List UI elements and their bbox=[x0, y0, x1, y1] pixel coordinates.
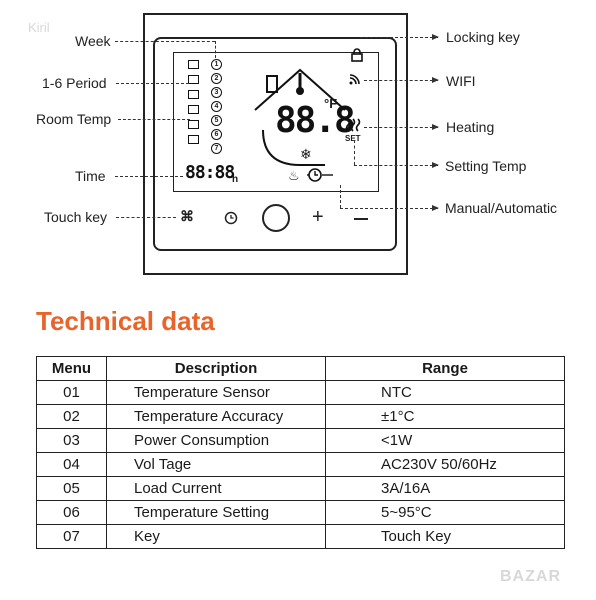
cell-range: AC230V 50/60Hz bbox=[325, 452, 565, 477]
period-number: 6 bbox=[211, 129, 222, 140]
cell-range: NTC bbox=[325, 380, 565, 405]
header-menu: Menu bbox=[36, 356, 107, 381]
callout-period: 1-6 Period bbox=[42, 75, 107, 91]
leader-wifi bbox=[364, 80, 438, 81]
day-icon bbox=[188, 135, 199, 144]
arrow-wifi bbox=[432, 77, 439, 83]
header-range: Range bbox=[325, 356, 565, 381]
day-icon bbox=[188, 120, 199, 129]
leader-heating bbox=[364, 127, 438, 128]
table-row: 04 Vol Tage AC230V 50/60Hz bbox=[36, 452, 565, 477]
cell-menu: 06 bbox=[36, 500, 107, 525]
heating-waves-icon bbox=[345, 118, 361, 132]
callout-touch-key: Touch key bbox=[44, 209, 108, 225]
table-row: 05 Load Current 3A/16A bbox=[36, 476, 565, 501]
leader-manual-v bbox=[340, 185, 341, 208]
header-description: Description bbox=[106, 356, 326, 381]
callout-time: Time bbox=[75, 168, 106, 184]
set-label: SET bbox=[345, 134, 361, 143]
cell-range: Touch Key bbox=[325, 524, 565, 549]
cell-description: Temperature Accuracy bbox=[106, 404, 326, 429]
lock-icon bbox=[351, 48, 363, 62]
cell-range: ±1°C bbox=[325, 404, 565, 429]
clock-key-icon[interactable] bbox=[224, 211, 238, 225]
callout-locking-key: Locking key bbox=[446, 29, 520, 45]
cell-description: Key bbox=[106, 524, 326, 549]
leader-setting bbox=[354, 165, 438, 166]
cell-menu: 02 bbox=[36, 404, 107, 429]
cell-description: Vol Tage bbox=[106, 452, 326, 477]
watermark-top: Kiril bbox=[28, 20, 50, 35]
cell-menu: 07 bbox=[36, 524, 107, 549]
callout-manual-auto: Manual/Automatic bbox=[445, 200, 558, 216]
technical-data-table: Menu Description Range 01 Temperature Se… bbox=[36, 356, 565, 549]
table-row: 03 Power Consumption <1W bbox=[36, 428, 565, 453]
arrow-lock bbox=[432, 34, 439, 40]
callout-heating: Heating bbox=[446, 119, 495, 135]
snowflake-icon: ❄ bbox=[300, 146, 312, 162]
house-outline-icon bbox=[254, 68, 346, 166]
day-icon bbox=[188, 60, 199, 69]
arrow-heating bbox=[432, 124, 439, 130]
plus-key-icon[interactable]: + bbox=[312, 206, 324, 228]
watermark-bottom: BAZAR bbox=[500, 568, 561, 585]
technical-data-title: Technical data bbox=[36, 306, 215, 336]
period-number: 7 bbox=[211, 143, 222, 154]
callout-room-temp: Room Temp bbox=[36, 111, 112, 127]
period-number: 3 bbox=[211, 87, 222, 98]
unit-label: °F bbox=[324, 96, 338, 111]
cell-menu: 05 bbox=[36, 476, 107, 501]
day-icon bbox=[188, 105, 199, 114]
callout-setting-temp: Setting Temp bbox=[445, 158, 527, 174]
minus-key-icon[interactable] bbox=[354, 218, 368, 220]
leader-week-v bbox=[215, 41, 216, 58]
leader-period bbox=[116, 83, 189, 84]
time-unit: h bbox=[232, 174, 239, 185]
cell-description: Load Current bbox=[106, 476, 326, 501]
flame-icon: ♨ bbox=[288, 168, 300, 183]
leader-week bbox=[115, 41, 215, 42]
leader-time bbox=[115, 176, 183, 177]
wifi-icon bbox=[349, 74, 360, 85]
table-header-row: Menu Description Range bbox=[36, 356, 565, 381]
cell-description: Temperature Setting bbox=[106, 500, 326, 525]
cell-menu: 01 bbox=[36, 380, 107, 405]
menu-key-icon[interactable]: ⌘ bbox=[180, 208, 194, 224]
callout-wifi: WIFI bbox=[446, 73, 476, 89]
thermometer-icon bbox=[296, 73, 304, 95]
period-number: 5 bbox=[211, 115, 222, 126]
leader-manual bbox=[340, 208, 438, 209]
time-digits: 88:88 bbox=[185, 162, 235, 183]
leader-room-temp bbox=[118, 119, 190, 120]
period-number: 1 bbox=[211, 59, 222, 70]
power-key-icon[interactable] bbox=[262, 204, 290, 232]
arrow-manual bbox=[432, 205, 439, 211]
cell-description: Temperature Sensor bbox=[106, 380, 326, 405]
leader-touch-key bbox=[116, 217, 176, 218]
table-row: 06 Temperature Setting 5~95°C bbox=[36, 500, 565, 525]
clock-icon bbox=[307, 168, 333, 182]
table-row: 01 Temperature Sensor NTC bbox=[36, 380, 565, 405]
cell-range: 5~95°C bbox=[325, 500, 565, 525]
leader-setting-v bbox=[354, 140, 355, 165]
cell-menu: 04 bbox=[36, 452, 107, 477]
cell-description: Power Consumption bbox=[106, 428, 326, 453]
arrow-setting bbox=[432, 162, 439, 168]
table-row: 07 Key Touch Key bbox=[36, 524, 565, 549]
day-icon bbox=[188, 90, 199, 99]
cell-range: 3A/16A bbox=[325, 476, 565, 501]
period-number: 2 bbox=[211, 73, 222, 84]
day-icon bbox=[188, 75, 199, 84]
period-number: 4 bbox=[211, 101, 222, 112]
callout-week: Week bbox=[75, 33, 111, 49]
table-row: 02 Temperature Accuracy ±1°C bbox=[36, 404, 565, 429]
room-temp-digits: 88.8 bbox=[275, 100, 356, 141]
cell-menu: 03 bbox=[36, 428, 107, 453]
cell-range: <1W bbox=[325, 428, 565, 453]
leader-lock bbox=[360, 37, 438, 38]
